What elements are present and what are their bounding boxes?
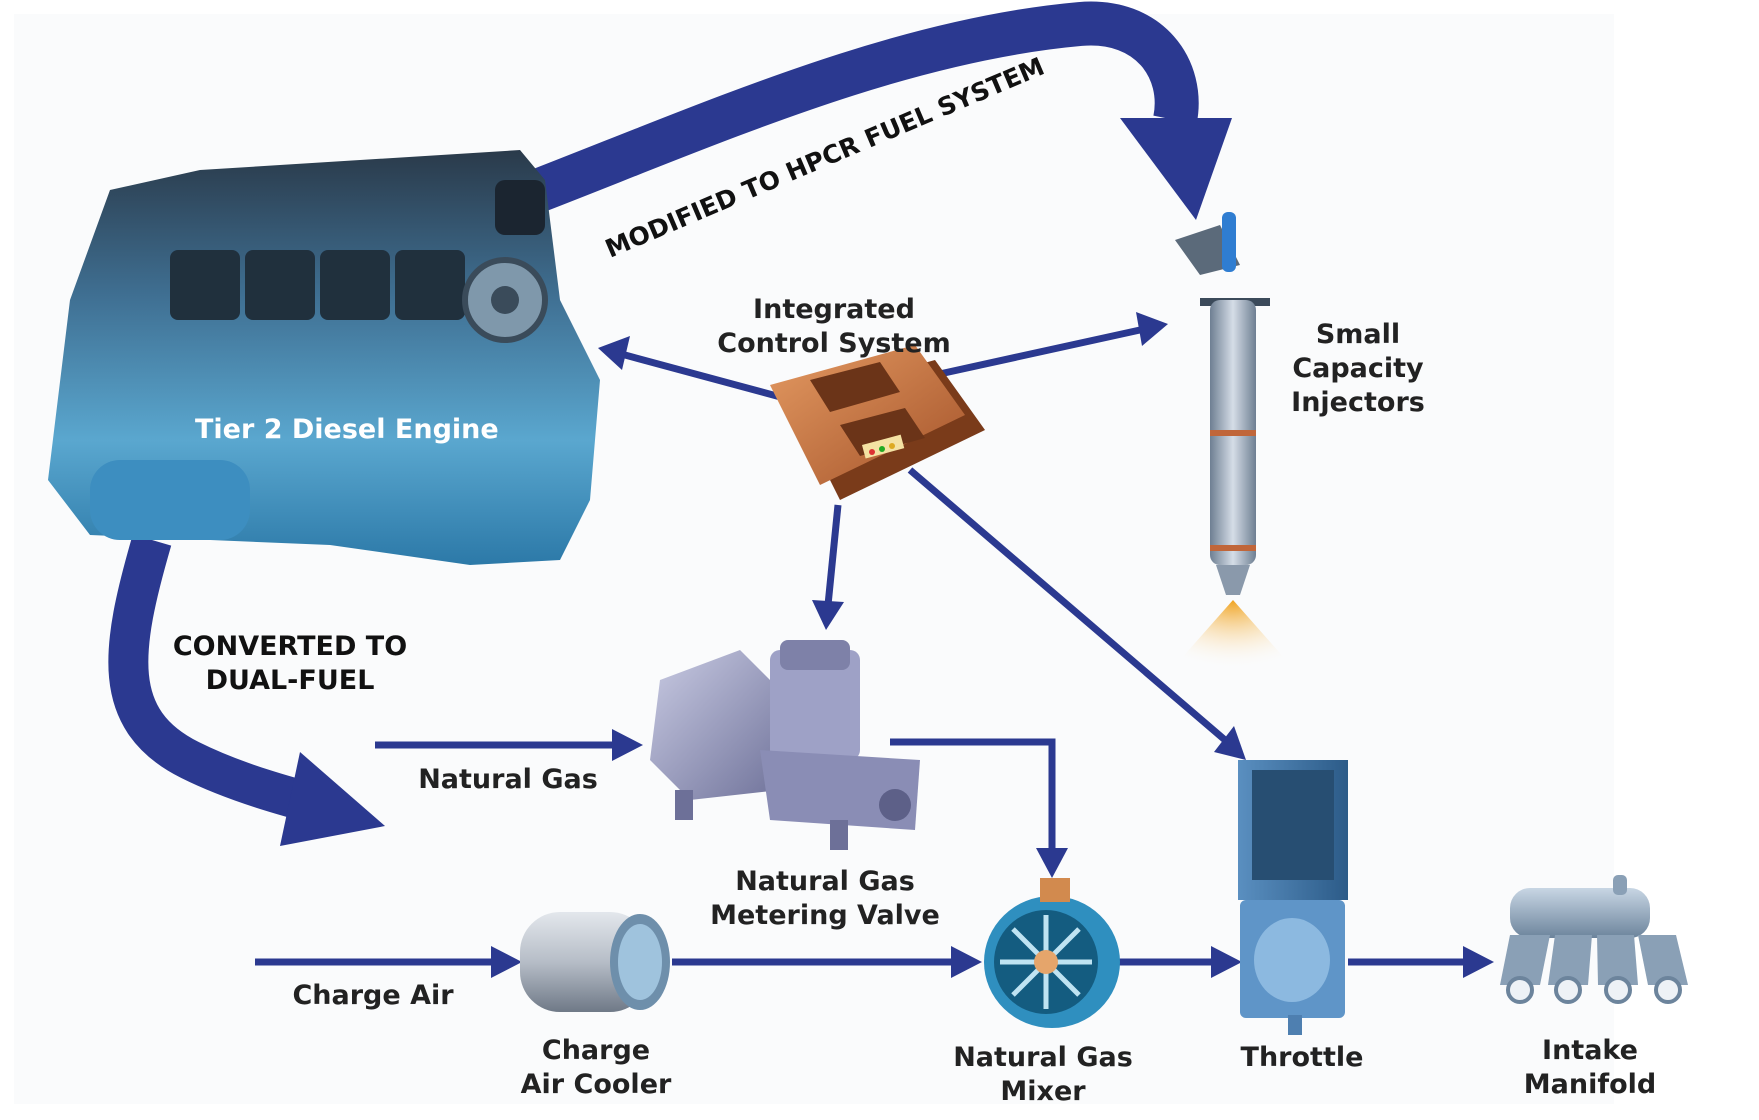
natural-gas-label: Natural Gas bbox=[418, 764, 598, 795]
throttle-illustration bbox=[1238, 760, 1348, 1035]
valve-label-line-2: Metering Valve bbox=[710, 900, 940, 931]
mixer-illustration bbox=[984, 878, 1120, 1028]
converted-label-line-2: DUAL-FUEL bbox=[206, 665, 375, 696]
charge-air-cooler-illustration bbox=[520, 912, 670, 1012]
connector-arrows bbox=[255, 312, 1494, 978]
dual-fuel-curved-arrow bbox=[108, 534, 385, 846]
engine-label: Tier 2 Diesel Engine bbox=[195, 414, 499, 445]
intake-manifold-illustration bbox=[1500, 875, 1688, 1004]
charge-air-label: Charge Air bbox=[292, 980, 454, 1011]
metering-valve-illustration bbox=[650, 640, 920, 850]
mixer-label-line-1: Natural Gas bbox=[953, 1042, 1133, 1073]
control-unit-illustration bbox=[770, 345, 985, 500]
manifold-label-line-1: Intake bbox=[1542, 1035, 1638, 1066]
manifold-label-line-2: Manifold bbox=[1524, 1069, 1656, 1100]
injectors-label-line-3: Injectors bbox=[1291, 387, 1425, 418]
throttle-label: Throttle bbox=[1241, 1042, 1364, 1073]
mixer-label-line-2: Mixer bbox=[1000, 1076, 1086, 1107]
ics-label-line-1: Integrated bbox=[753, 294, 915, 325]
injectors-label-line-1: Small bbox=[1316, 319, 1400, 350]
injector-illustration bbox=[1175, 212, 1286, 670]
ics-label-line-2: Control System bbox=[717, 328, 950, 359]
cooler-label-line-2: Air Cooler bbox=[521, 1069, 672, 1100]
cooler-label-line-1: Charge bbox=[542, 1035, 650, 1066]
hpcr-curved-arrow bbox=[532, 1, 1232, 220]
converted-label-line-1: CONVERTED TO bbox=[173, 631, 407, 662]
diesel-engine-illustration bbox=[48, 150, 600, 565]
injectors-label-line-2: Capacity bbox=[1292, 353, 1424, 384]
valve-label-line-1: Natural Gas bbox=[735, 866, 915, 897]
